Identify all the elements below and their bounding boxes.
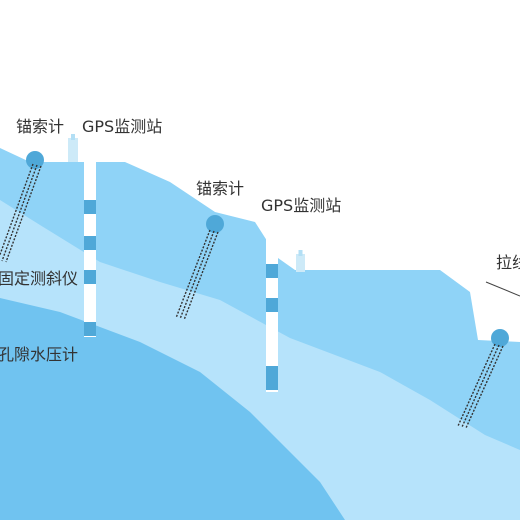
anchor-cable-label-1: 锚索计 <box>16 117 65 136</box>
soil-layer-bottom <box>0 298 345 520</box>
well-1-marker-2 <box>84 236 96 250</box>
gps-station-label-1: GPS监测站 <box>82 117 163 136</box>
well-1-marker-3 <box>84 270 96 284</box>
slope-step-cut <box>470 282 485 338</box>
well-2-marker-2 <box>266 298 278 312</box>
pull-wire-label: 拉线 <box>496 253 520 272</box>
well-2-marker-3 <box>266 366 278 390</box>
anchor-cable-label-2: 锚索计 <box>196 179 245 198</box>
gps-station-1-icon <box>68 134 78 162</box>
gps-station-2-icon <box>296 250 305 272</box>
anchor-cable-2-icon <box>175 215 224 321</box>
gps-station-label-2: GPS监测站 <box>261 196 342 215</box>
inclinometer-label: 固定测斜仪 <box>0 269 79 288</box>
pull-wire-line <box>485 281 520 297</box>
anchor-cable-1-icon <box>0 151 44 263</box>
well-1-marker-4 <box>84 322 96 336</box>
well-1-marker-1 <box>84 200 96 214</box>
piezometer-label: 孔隙水压计 <box>0 345 79 364</box>
well-2-marker-1 <box>266 264 278 278</box>
anchor-cable-3-icon <box>457 329 509 429</box>
